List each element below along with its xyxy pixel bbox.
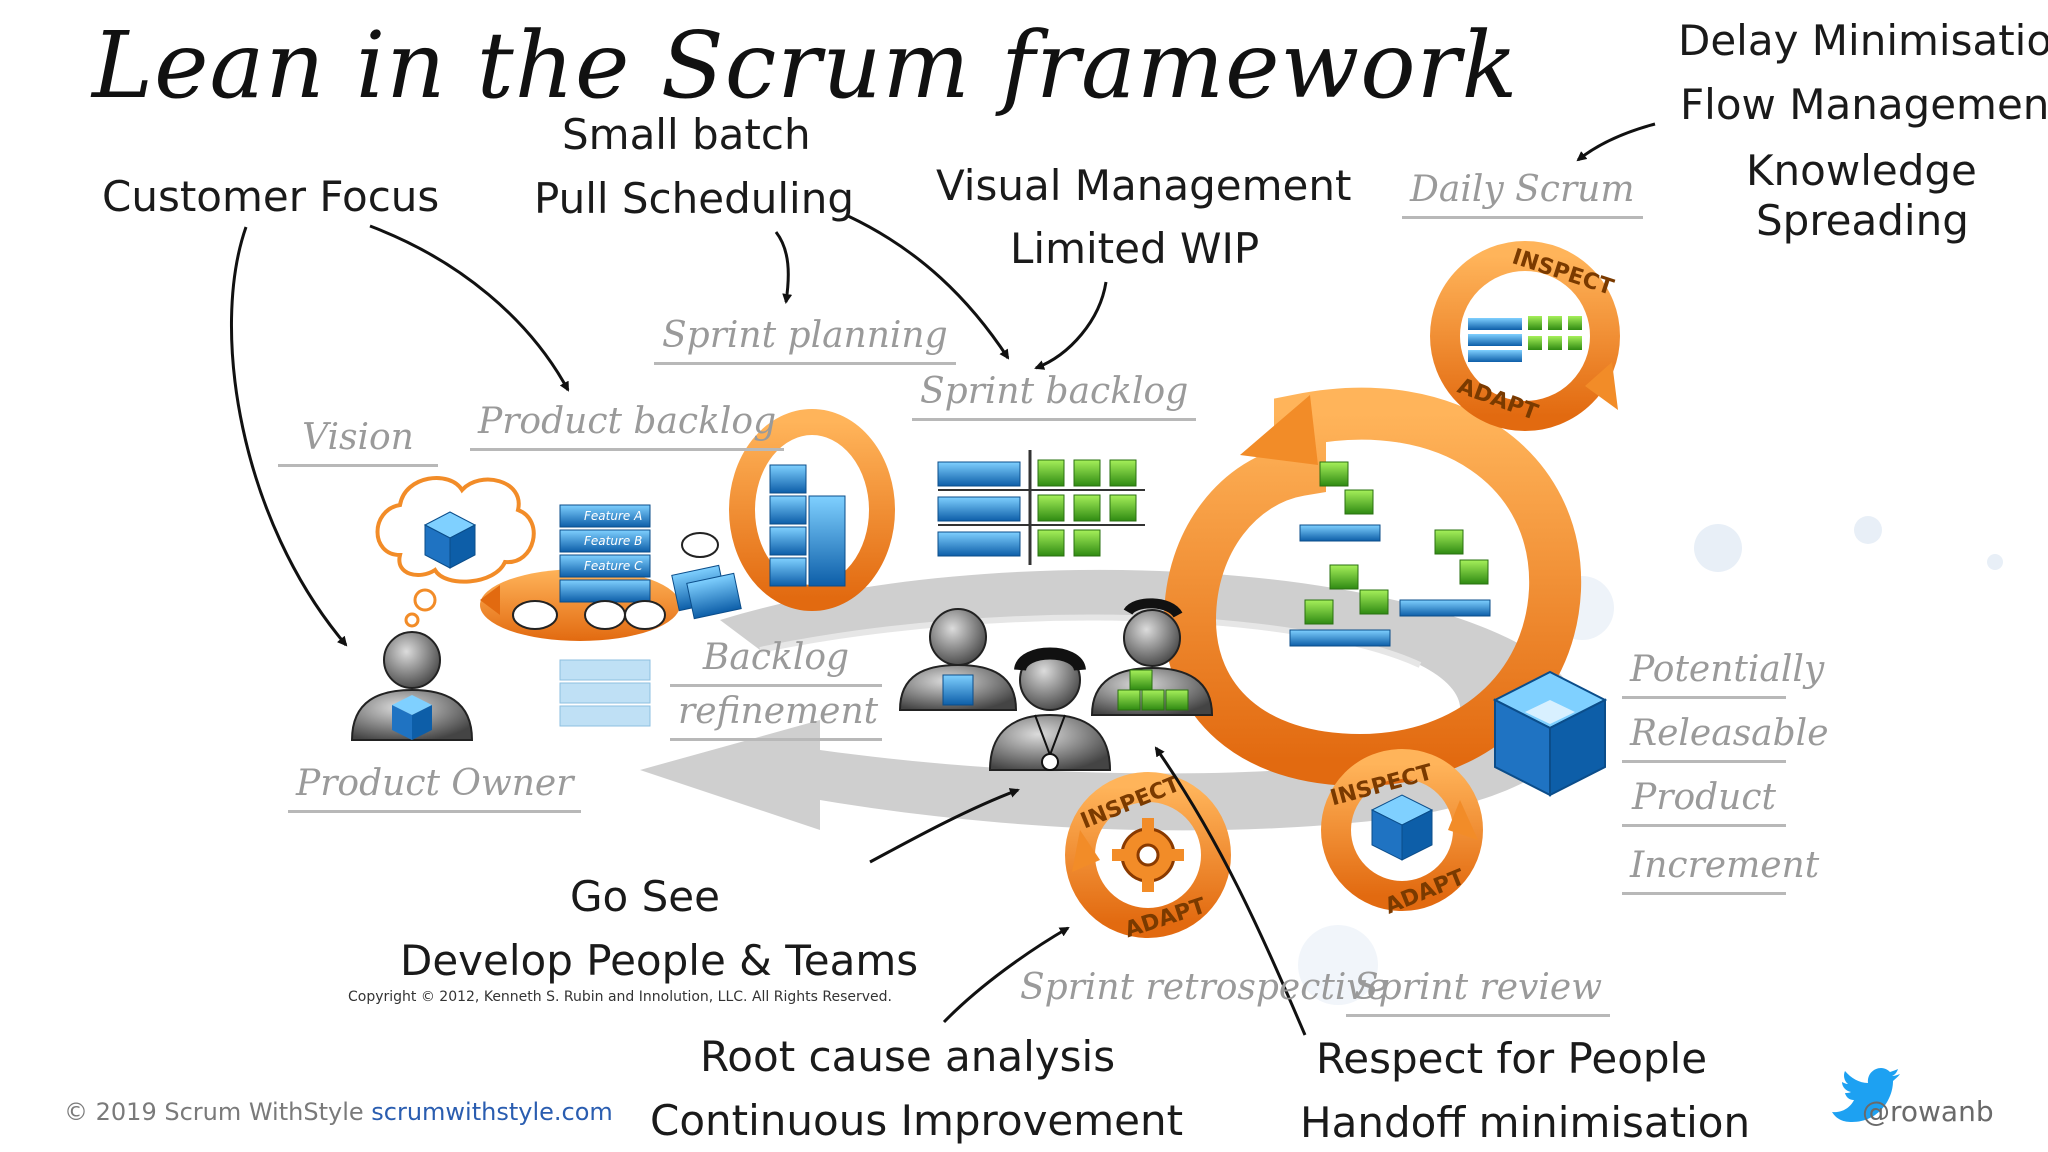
increment-label-4: Increment (1622, 848, 1819, 895)
flow-management-label: Flow Management (1680, 80, 2048, 129)
visual-management-label: Visual Management (936, 161, 1352, 210)
review-cycle: INSPECT ADAPT (1321, 749, 1483, 920)
develop-people-label: Develop People & Teams (400, 936, 919, 985)
backlog-item-label: Feature C (584, 559, 643, 573)
page-title: Lean in the Scrum framework (92, 12, 1519, 119)
footer-copyright: © 2019 Scrum WithStyle scrumwithstyle.co… (64, 1100, 613, 1124)
scrum-master-person-icon (988, 647, 1112, 771)
sprint-planning-label: Sprint planning (654, 318, 956, 365)
customer-focus-label: Customer Focus (102, 172, 440, 221)
continuous-improvement-label: Continuous Improvement (650, 1096, 1184, 1145)
go-see-label: Go See (570, 872, 720, 921)
daily-scrum-cycle: INSPECT ADAPT (1430, 241, 1620, 431)
backlog-refinement-label-2: refinement (670, 694, 882, 741)
backlog-refinement-label: Backlog (670, 640, 882, 687)
review-adapt-label: ADAPT (1382, 865, 1469, 919)
gear-icon (1112, 818, 1184, 892)
cube-icon (1370, 794, 1434, 861)
increment-label-3: Product (1622, 780, 1786, 827)
increment-label-1: Potentially (1622, 652, 1824, 699)
footer-text: © 2019 Scrum WithStyle (64, 1098, 372, 1126)
diagram-copyright: Copyright © 2012, Kenneth S. Rubin and I… (348, 989, 892, 1005)
daily-scrum-label: Daily Scrum (1402, 172, 1643, 219)
retrospective-cycle: INSPECT ADAPT (1065, 772, 1231, 943)
root-cause-label: Root cause analysis (700, 1032, 1116, 1081)
twitter-handle-link[interactable]: @rowanb (1862, 1095, 1994, 1128)
footer-website-link[interactable]: scrumwithstyle.com (371, 1098, 613, 1126)
sprint-backlog-grid (937, 450, 1145, 565)
increment-label-2: Releasable (1622, 716, 1829, 763)
sprint-backlog-label: Sprint backlog (912, 374, 1197, 421)
team-member-person-icon (1090, 598, 1214, 716)
respect-for-people-label: Respect for People (1316, 1034, 1708, 1083)
twitter-bird-icon (1832, 1068, 1900, 1122)
product-owner-person-icon (350, 631, 474, 741)
team-member-person-icon (898, 608, 1018, 711)
small-batch-label: Small batch (562, 110, 811, 159)
pull-scheduling-label: Pull Scheduling (534, 174, 855, 223)
product-owner-label: Product Owner (288, 766, 582, 813)
product-backlog-label: Product backlog (470, 404, 785, 451)
increment-cube-icon (1492, 670, 1608, 797)
limited-wip-label: Limited WIP (1010, 224, 1260, 273)
sprint-review-label: Sprint review (1346, 970, 1611, 1017)
vision-label: Vision (278, 420, 438, 467)
knowledge-spreading-label-2: Spreading (1756, 196, 1969, 245)
hands-illustration (512, 532, 719, 630)
backlog-item-label: Feature B (584, 534, 642, 548)
annotation-arrows (229, 122, 1656, 1036)
backlog-item-label: Feature A (584, 509, 642, 523)
sprint-planning-ring (729, 409, 895, 611)
thought-bubble-icon (375, 476, 536, 628)
product-backlog-stack: Feature A Feature B Feature C (559, 504, 651, 727)
delay-minimisation-label: Delay Minimisation (1678, 16, 2048, 65)
sprint-retrospective-label: Sprint retrospective (1020, 967, 1388, 1008)
backlog-cards (671, 564, 742, 620)
knowledge-spreading-label: Knowledge (1746, 146, 1977, 195)
handoff-minimisation-label: Handoff minimisation (1300, 1098, 1751, 1147)
